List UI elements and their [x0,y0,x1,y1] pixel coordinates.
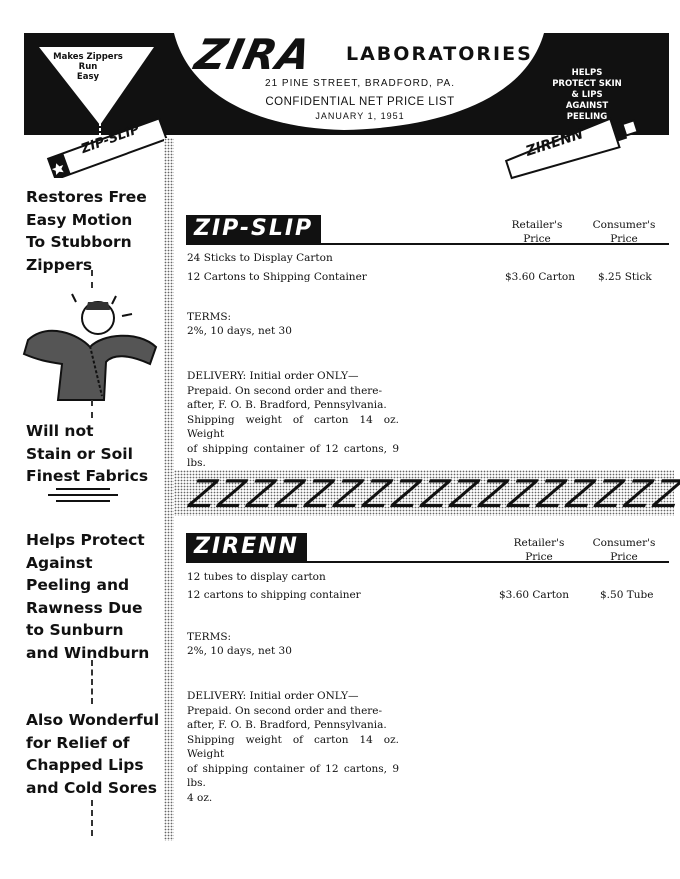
delivery-line: Prepaid. On second order and there- [187,704,383,717]
delivery-line: Prepaid. On second order and there- [187,384,383,397]
price-list-title: CONFIDENTIAL NET PRICE LIST [265,96,455,108]
zirenn-tube-illustration [504,117,639,180]
claim-line: Chapped Lips [26,756,144,774]
retailer-price: $3.60 Carton [499,589,570,601]
brand-name: ZIRA [190,30,317,79]
claim-line: Peeling and [26,576,130,594]
terms-label: TERMS: [187,311,232,323]
left-badge-line: Easy [76,72,100,82]
consumer-price-header: Consumer's Price [584,218,664,246]
retailer-price-header: Retailer's Price [497,218,577,246]
company-address: 21 PINE STREET, BRADFORD, PA. [265,78,455,89]
price-list-date: JANUARY 1, 1951 [315,111,405,121]
claim-line: Stain or Soil [26,444,133,463]
claim-line: and Windburn [26,643,150,662]
claim-line: Will not [26,422,94,440]
header-line: Retailer's [511,219,563,231]
z-divider-text: ZZZZZZZZZZZZZZZZZZZ [186,472,680,516]
left-badge-line: Run [78,62,98,72]
claim-line: Helps Protect [26,531,145,549]
delivery-line: DELIVERY: Initial order ONLY— [187,690,359,702]
claim-line: Zippers [26,255,93,274]
delivery-line: of shipping container of 12 cartons, 9 l… [187,762,399,790]
stippled-divider [164,138,174,841]
delivery-line: 4 oz. [187,791,213,804]
consumer-price-header: Consumer's Price [584,536,664,564]
product-rule [186,243,669,245]
terms-label: TERMS: [187,631,232,643]
header-line: Price [523,233,551,245]
right-badge-line: PROTECT SKIN [552,79,622,89]
pack-line-1: 24 Sticks to Display Carton [187,252,333,264]
delivery-line: Shipping weight of carton 14 oz. Weight [187,733,399,761]
claim-line: to Sunburn [26,621,124,639]
header-line: Consumer's [592,219,656,231]
terms-value: 2%, 10 days, net 30 [187,645,292,657]
claim-line: Restores Free [26,188,147,206]
claim-line: Rawness Due [26,598,143,617]
claim-line: Finest Fabrics [26,467,149,485]
z-divider-band [174,470,674,516]
delivery-line: after, F. O. B. Bradford, Pennsylvania. [187,399,387,411]
header-line: Price [610,551,638,563]
terms-value: 2%, 10 days, net 30 [187,325,292,337]
delivery-text: DELIVERY: Initial order ONLY— Prepaid. O… [187,369,399,471]
delivery-line: after, F. O. B. Bradford, Pennsylvania. [187,719,387,731]
delivery-line: Shipping weight of carton 14 oz. Weight [187,413,399,441]
claim-line: Also Wonderful [26,711,160,729]
claim-line: Against [26,553,93,572]
consumer-price: $.25 Stick [598,271,652,283]
pack-line-1: 12 tubes to display carton [187,571,326,583]
header-line: Price [525,551,553,563]
right-badge: HELPS PROTECT SKIN & LIPS AGAINST PEELIN… [552,68,622,123]
header-line: Price [610,233,638,245]
rule-decoration [56,488,110,490]
claim-protect: Helps Protect Against Peeling and Rawnes… [26,529,149,664]
consumer-price: $.50 Tube [600,589,654,601]
header-line: Retailer's [513,537,565,549]
product-rule [186,561,669,563]
left-badge-line: Makes Zippers [53,52,123,62]
claim-relief: Also Wonderful for Relief of Chapped Lip… [26,709,159,799]
zirenn-logo: ZIRENN [186,533,307,561]
brand-suffix: LABORATORIES [346,43,533,65]
delivery-line: DELIVERY: Initial order ONLY— [187,370,359,382]
rule-decoration [48,494,118,496]
header-band [24,33,669,135]
pack-line-2: 12 Cartons to Shipping Container [187,271,367,283]
claim-restores: Restores Free Easy Motion To Stubborn Zi… [26,186,147,276]
zip-slip-logo: ZIP-SLIP [186,215,322,243]
zipper-line [91,270,93,288]
zip-slip-stick-illustration [46,118,168,178]
delivery-line: of shipping container of 12 cartons, 9 l… [187,442,399,470]
claim-line: Easy Motion [26,210,133,229]
right-badge-line: PEELING [566,112,608,122]
claim-line: for Relief of [26,733,130,752]
claim-line: To Stubborn [26,233,132,251]
rule-decoration [56,500,110,502]
zipper-line [91,800,93,836]
zipper-line [91,660,93,704]
retailer-price: $3.60 Carton [505,271,576,283]
right-badge-line: & LIPS AGAINST [565,90,609,111]
right-badge-line: HELPS [571,68,603,78]
delivery-text: DELIVERY: Initial order ONLY— Prepaid. O… [187,689,399,805]
left-badge: Makes Zippers Run Easy [48,52,128,82]
claim-line: and Cold Sores [26,778,158,797]
zipper-line [91,400,93,418]
pack-line-2: 12 cartons to shipping container [187,589,361,601]
man-zipping-jacket-illustration [22,293,158,401]
claim-no-stain: Will not Stain or Soil Finest Fabrics [26,420,148,488]
retailer-price-header: Retailer's Price [499,536,579,564]
header-line: Consumer's [592,537,656,549]
